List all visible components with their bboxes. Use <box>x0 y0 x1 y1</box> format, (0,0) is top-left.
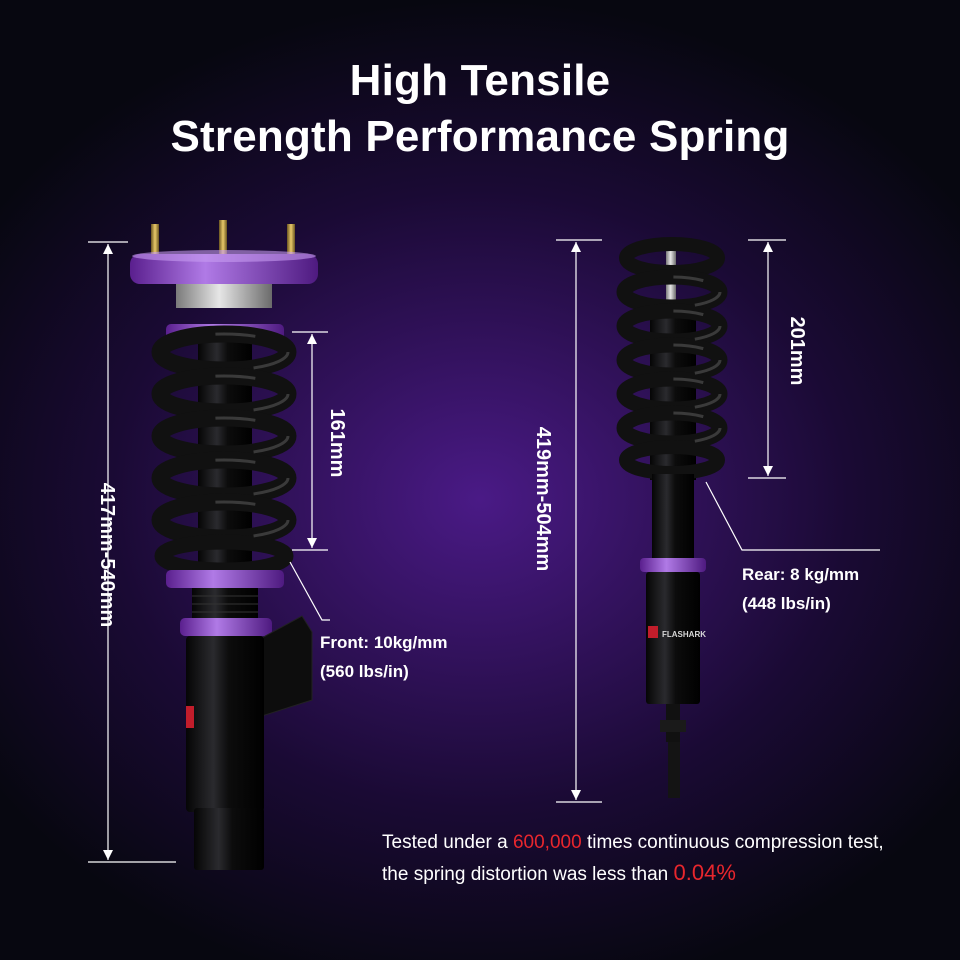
front-spring-length-label: 161mm <box>326 408 348 478</box>
front-lower-perch <box>166 570 284 588</box>
rear-damper-body <box>646 572 700 704</box>
front-damper-body <box>186 636 264 812</box>
rear-lock-ring <box>640 558 706 572</box>
front-spring <box>151 325 297 578</box>
distortion-highlight: 0.04% <box>673 860 736 885</box>
front-total-height-label: 417mm-540mm <box>96 482 118 628</box>
headline-line-1: High Tensile <box>349 56 611 105</box>
rear-spring-rate: Rear: 8 kg/mm (448 lbs/in) <box>742 560 859 618</box>
rear-spring <box>616 237 728 480</box>
footnote-line-1: Tested under a 600,000 times continuous … <box>382 832 884 854</box>
rear-coilover: FLASHARK <box>616 237 728 798</box>
front-mount-stud <box>151 224 159 258</box>
headline-line-2: Strength Performance Spring <box>170 112 790 161</box>
rear-spring-length-label: 201mm <box>786 316 808 386</box>
rear-bottom-stud <box>668 742 680 798</box>
front-mount-stud <box>219 220 227 258</box>
front-spring-rate: Front: 10kg/mm (560 lbs/in) <box>320 628 448 686</box>
cycle-count-highlight: 600,000 <box>512 832 582 853</box>
front-rate-imperial: (560 lbs/in) <box>320 662 409 681</box>
footnote-text: the spring distortion was less than <box>382 864 674 885</box>
front-coilover <box>130 220 318 870</box>
front-top-mount <box>130 254 318 284</box>
rear-rate-imperial: (448 lbs/in) <box>742 594 831 613</box>
footnote-text: times continuous compression test, <box>581 832 884 853</box>
front-rate-metric: Front: 10kg/mm <box>320 633 448 652</box>
footnote-line-2: the spring distortion was less than 0.04… <box>382 860 736 886</box>
front-mount-stud <box>287 224 295 258</box>
dimension-lines <box>88 239 880 863</box>
rear-brand-mark: FLASHARK <box>662 630 706 639</box>
footnote-text: Tested under a <box>382 832 513 853</box>
rear-rate-metric: Rear: 8 kg/mm <box>742 565 860 584</box>
rear-total-height-label: 419mm-504mm <box>532 426 554 572</box>
front-lock-ring <box>180 618 272 636</box>
front-bearing <box>176 284 272 308</box>
